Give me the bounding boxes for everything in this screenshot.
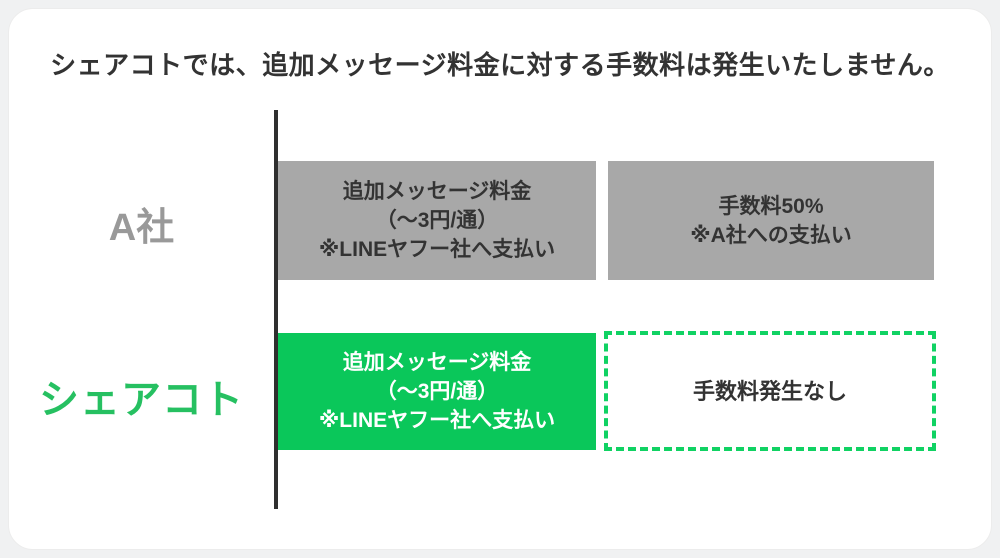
bar-text-line: 手数料発生なし bbox=[692, 378, 847, 404]
bar-text-line: ※A社への支払い bbox=[690, 223, 852, 247]
axis-divider-line bbox=[274, 110, 278, 509]
bar-message-fee-sharecoto: 追加メッセージ料金 （〜3円/通） ※LINEヤフー社へ支払い bbox=[278, 333, 596, 450]
page-title: シェアコトでは、追加メッセージ料金に対する手数料は発生いたしません。 bbox=[50, 50, 950, 80]
bar-commission-company-a: 手数料50% ※A社への支払い bbox=[608, 161, 934, 280]
box-no-commission-sharecoto: 手数料発生なし bbox=[604, 331, 936, 451]
row-label-company-a: A社 bbox=[108, 207, 175, 249]
bar-text-line: 追加メッセージ料金 bbox=[342, 180, 532, 203]
bar-message-fee-company-a: 追加メッセージ料金 （〜3円/通） ※LINEヤフー社へ支払い bbox=[278, 161, 596, 280]
comparison-card: シェアコトでは、追加メッセージ料金に対する手数料は発生いたしません。 A社 追加… bbox=[8, 8, 992, 550]
bar-text-line: ※LINEヤフー社へ支払い bbox=[318, 409, 556, 432]
bar-text-line: （〜3円/通） bbox=[375, 209, 499, 232]
bar-text-line: 手数料50% bbox=[718, 194, 824, 218]
bar-text-line: 追加メッセージ料金 bbox=[342, 351, 532, 374]
bar-text-line: ※LINEヤフー社へ支払い bbox=[318, 238, 556, 261]
bar-text-line: （〜3円/通） bbox=[375, 380, 499, 403]
row-label-sharecoto: シェアコト bbox=[39, 378, 244, 422]
